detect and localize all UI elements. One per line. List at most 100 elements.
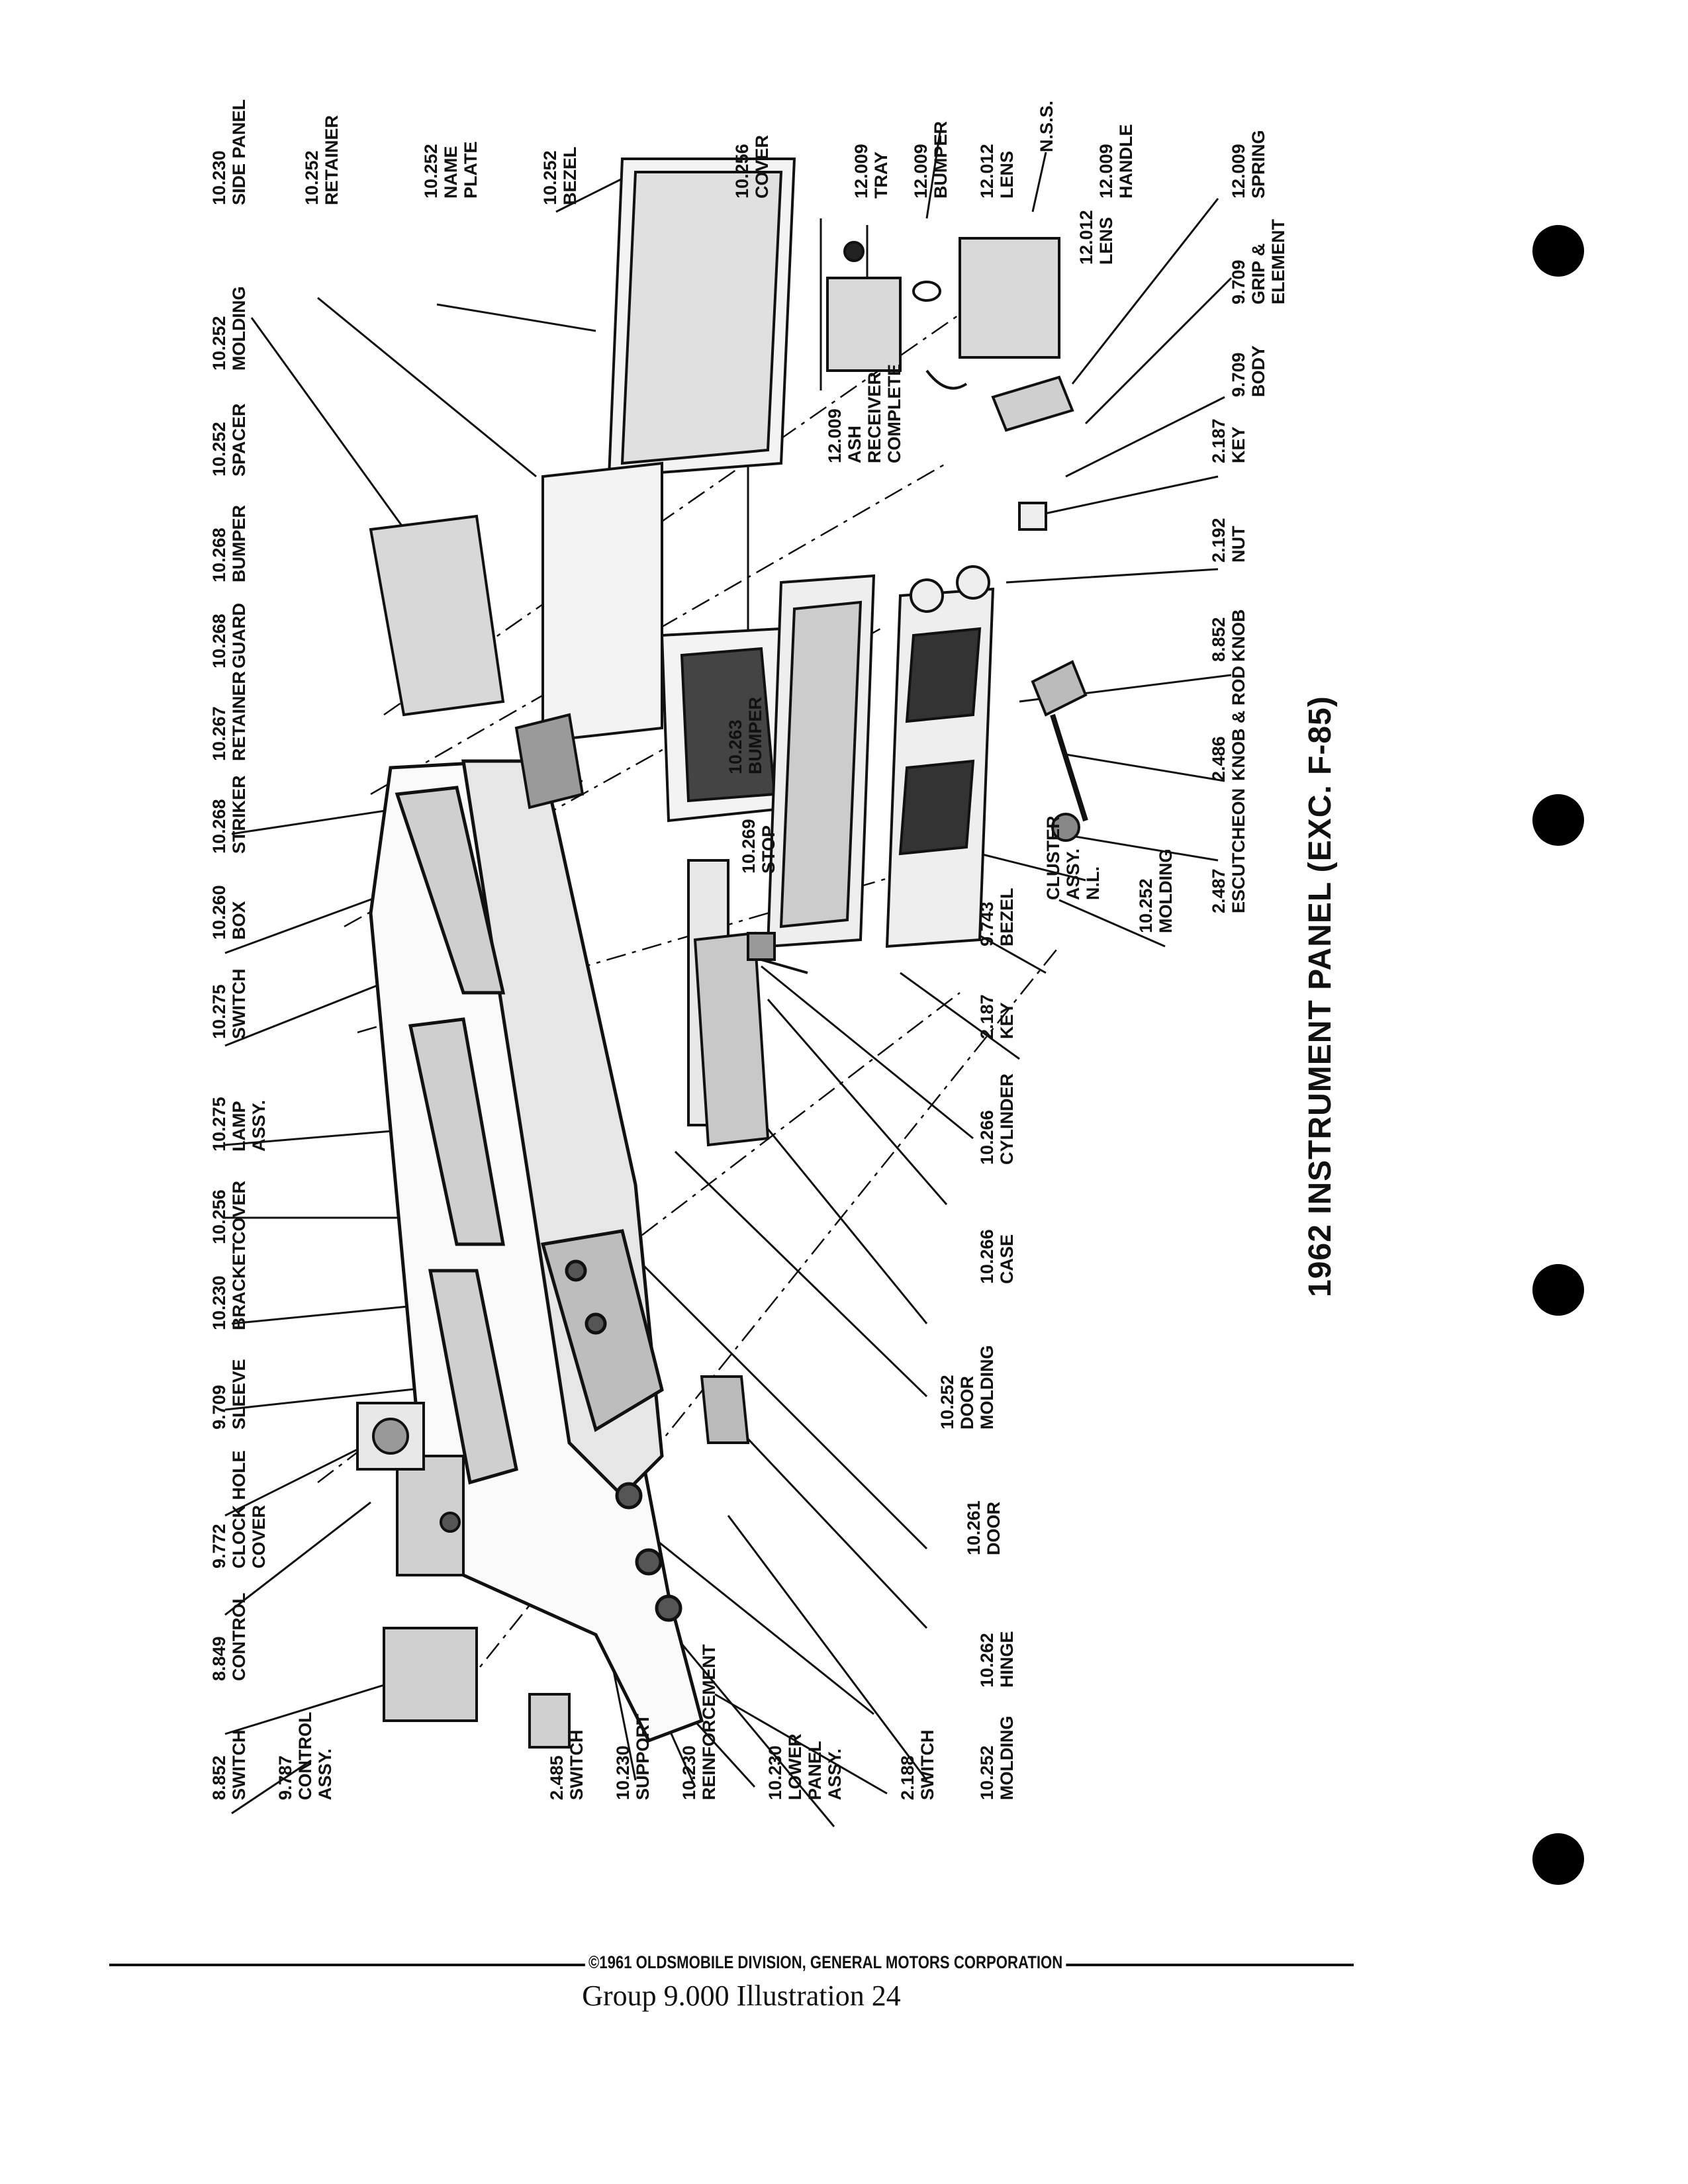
callout-line: NAME	[441, 146, 461, 199]
callout-line: NUT	[1229, 525, 1248, 563]
illustration-caption: Group 9.000 Illustration 24	[582, 1979, 901, 2012]
callout-line: 12.009	[1229, 144, 1248, 199]
callout-line: 10.266	[977, 1229, 997, 1284]
callout-line: 10.268	[209, 614, 229, 668]
callout-line: 2.192	[1209, 518, 1229, 563]
callout-line: RETAINER	[229, 671, 249, 761]
callout-c39: 10.261DOOR	[964, 1500, 1004, 1555]
callout-line: 12.012	[977, 144, 997, 199]
callout-line: ASSY.	[315, 1749, 335, 1800]
callout-line: 10.252	[209, 316, 229, 371]
callout-c27: 9.709SLEEVE	[209, 1359, 249, 1430]
callout-c51: 2.187KEY	[1209, 418, 1248, 463]
callout-c22: 10.260BOX	[209, 885, 249, 940]
callout-c05: 10.256COVER	[732, 135, 772, 199]
callout-c32: 2.485SWITCH	[547, 1730, 586, 1800]
copyright-notice: ©1961 OLDSMOBILE DIVISION, GENERAL MOTOR…	[134, 1952, 1518, 1973]
callout-c29: 8.849CONTROL	[209, 1593, 249, 1681]
callout-line: MOLDING	[997, 1716, 1017, 1801]
callout-line: COMPLETE	[884, 364, 904, 463]
callout-c47: 2.487ESCUTCHEON	[1209, 788, 1248, 913]
glovebox-parts-group	[687, 859, 808, 1444]
callout-line: BUMPER	[229, 505, 249, 582]
callout-line: BEZEL	[560, 146, 580, 205]
cluster-parts-group	[766, 375, 1088, 948]
callout-line: 10.256	[732, 144, 752, 199]
callout-line: ESCUTCHEON	[1229, 788, 1248, 913]
callout-line: 8.852	[209, 1755, 229, 1800]
callout-line: SWITCH	[567, 1730, 586, 1800]
callout-line: SPRING	[1248, 130, 1268, 199]
callout-c30: 8.852SWITCH	[209, 1730, 249, 1800]
callout-c34: 10.230REINFORCEMENT	[679, 1644, 719, 1800]
callout-line: 2.187	[977, 994, 997, 1039]
callout-c23: 10.275SWITCH	[209, 969, 249, 1039]
callout-line: 10.252	[937, 1375, 957, 1430]
callout-c04: 10.252BEZEL	[540, 146, 580, 205]
callout-line: LENS	[997, 151, 1017, 199]
callout-c02: 10.252RETAINER	[302, 115, 342, 205]
callout-line: ASSY.	[1063, 848, 1083, 900]
callout-c35: 10.230LOWERPANELASSY.	[765, 1734, 845, 1801]
callout-line: BODY	[1248, 345, 1268, 397]
callout-line: SPACER	[229, 403, 249, 477]
callout-c50: 2.192NUT	[1209, 518, 1248, 563]
callout-line: 9.709	[1229, 259, 1248, 304]
callout-line: CONTROL	[229, 1593, 249, 1681]
callout-line: 10.275	[209, 984, 229, 1039]
callout-line: 9.743	[977, 901, 997, 946]
callout-c43: 2.187KEY	[977, 994, 1017, 1039]
callout-c08: 12.012LENS	[977, 144, 1017, 199]
callout-line: LAMP	[229, 1101, 249, 1152]
callout-line: COVER	[752, 135, 772, 199]
callout-line: BUMPER	[931, 121, 951, 199]
callout-line: N.S.S.	[1037, 101, 1056, 152]
callout-line: RETAINER	[322, 115, 342, 205]
callout-line: LENS	[1096, 217, 1116, 265]
callout-c21: 10.268STRIKER	[209, 775, 249, 854]
callout-line: 10.275	[209, 1097, 229, 1152]
callout-line: BEZEL	[997, 887, 1017, 946]
callout-c44: 9.743BEZEL	[977, 887, 1017, 946]
callout-c16: 10.252MOLDING	[209, 287, 249, 371]
callout-line: 9.772	[209, 1524, 229, 1569]
callout-line: ELEMENT	[1268, 218, 1288, 304]
upper-parts-group	[369, 158, 796, 823]
binder-hole	[1532, 794, 1584, 846]
callout-line: 10.230	[613, 1745, 633, 1800]
callout-line: SIDE PANEL	[229, 99, 249, 205]
callout-c38: 10.262HINGE	[977, 1631, 1017, 1688]
callout-c10: 12.009HANDLE	[1096, 124, 1136, 199]
callout-line: 12.009	[1096, 144, 1116, 199]
callout-line: 10.252	[209, 422, 229, 477]
callout-line: KEY	[997, 1002, 1017, 1039]
callout-line: 10.252	[977, 1745, 997, 1800]
callout-line: PANEL	[805, 1741, 825, 1800]
callout-line: 10.252	[421, 144, 441, 199]
callout-line: CLUSTER	[1043, 816, 1063, 901]
callout-line: COVER	[249, 1505, 269, 1569]
page-title: 1962 INSTRUMENT PANEL (EXC. F-85)	[1303, 696, 1338, 1297]
callout-line: ASH	[845, 426, 865, 463]
callout-c33: 10.230SUPPORT	[613, 1713, 653, 1800]
callout-line: 12.012	[1076, 210, 1096, 265]
callout-c48: 2.486KNOB & ROD	[1209, 666, 1248, 781]
callout-line: 10.266	[977, 1110, 997, 1165]
callout-c52: 10.263BUMPER	[726, 697, 765, 774]
callout-c14: 9.709BODY	[1229, 345, 1268, 397]
callout-line: 9.709	[1229, 352, 1248, 397]
callout-line: PLATE	[461, 142, 481, 199]
callout-line: 10.252	[1136, 878, 1156, 933]
callout-line: MOLDING	[229, 287, 249, 371]
callout-line: 10.230	[765, 1745, 785, 1800]
callout-line: ASSY.	[249, 1100, 269, 1152]
callout-line: 10.268	[209, 527, 229, 582]
callout-line: STOP	[759, 825, 778, 874]
callout-c36: 2.188SWITCH	[898, 1730, 937, 1800]
callout-line: 2.187	[1209, 418, 1229, 463]
callout-c41: 10.266CASE	[977, 1229, 1017, 1284]
callout-c11: 12.009SPRING	[1229, 130, 1268, 199]
callout-line: HINGE	[997, 1631, 1017, 1688]
